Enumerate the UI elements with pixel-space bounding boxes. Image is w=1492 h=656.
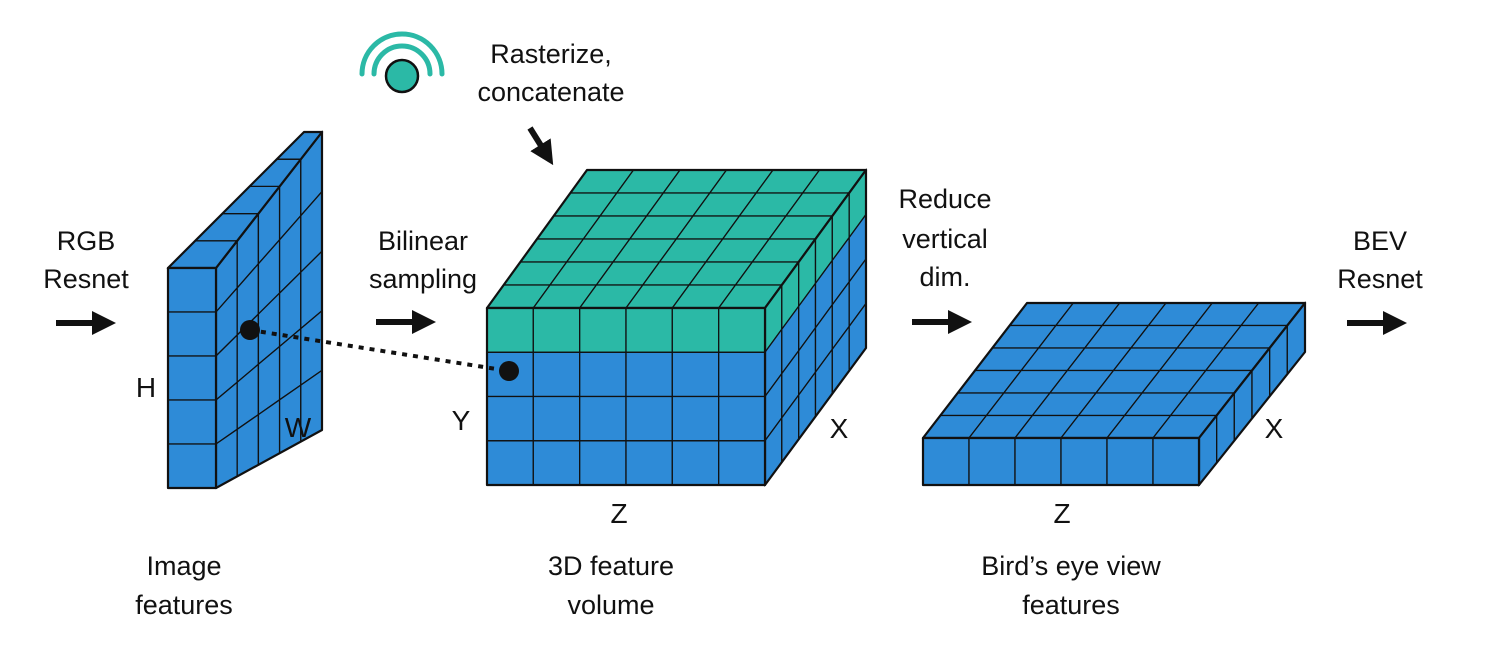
volume-front-cell: [625, 440, 673, 486]
bev-resnet-line-1: BEV: [1353, 226, 1407, 256]
image-slab-front-cell-outline: [166, 266, 218, 490]
bev-front-cell: [1060, 437, 1108, 486]
reduce-vertical-line-1: Reduce: [898, 184, 991, 214]
volume-front-cell: [579, 307, 627, 353]
axis-z-label-bev: Z: [1053, 498, 1070, 529]
image-slab-front-cell: [167, 355, 217, 401]
volume-front-cell: [671, 351, 720, 398]
rgb-resnet-line-2: Resnet: [43, 264, 129, 294]
rasterize-line-2: concatenate: [477, 77, 624, 107]
bilinear-sampling-label: Bilinear sampling: [369, 226, 477, 294]
reduce-vertical-label: Reduce vertical dim.: [898, 184, 991, 292]
reduce-vertical-line-2: vertical: [902, 224, 988, 254]
bev-features-line-1: Bird’s eye view: [981, 551, 1161, 581]
bev-features-caption: Bird’s eye view features: [981, 551, 1161, 620]
bev-features-line-2: features: [1022, 590, 1120, 620]
volume-front-cell: [718, 351, 766, 398]
image-features-caption: Image features: [135, 551, 233, 620]
bev-resnet-label: BEV Resnet: [1337, 226, 1423, 294]
image-slab-front-cell: [167, 443, 217, 489]
rgb-resnet-line-1: RGB: [57, 226, 116, 256]
volume-front-cell: [625, 351, 673, 398]
sampling-projection: [240, 320, 519, 381]
axis-x-label-bev: X: [1265, 413, 1284, 444]
volume-front-cell: [532, 307, 581, 353]
volume-front-cell: [671, 307, 720, 353]
volume-front-cell: [579, 395, 627, 442]
arrows: [56, 126, 1407, 335]
reduce-vertical-line-3: dim.: [919, 262, 970, 292]
axis-w-label: W: [285, 412, 312, 443]
bev-front-cell: [922, 437, 970, 486]
volume-front-cell: [718, 395, 766, 442]
volume-front-cell: [532, 395, 581, 442]
volume-front-cell: [486, 395, 534, 442]
bev-feature-map: [921, 301, 1307, 487]
bev-front-cell-outline: [921, 436, 1201, 487]
image-feature-map: [166, 130, 324, 490]
volume-front-cell: [486, 440, 534, 486]
rgb-resnet-label: RGB Resnet: [43, 226, 129, 294]
volume-front-cell: [671, 440, 720, 486]
image-features-line-2: features: [135, 590, 233, 620]
image-sample-point: [240, 320, 260, 340]
bev-front-cell: [1014, 437, 1062, 486]
volume-sample-point: [499, 361, 519, 381]
axis-z-label-volume: Z: [610, 498, 627, 529]
volume-front-cell: [625, 395, 673, 442]
volume-front-cell: [625, 307, 673, 353]
rasterize-line-1: Rasterize,: [490, 39, 612, 69]
rasterize-label: Rasterize, concatenate: [477, 39, 624, 107]
volume-front-cell: [486, 307, 534, 353]
axis-x-label-volume: X: [830, 413, 849, 444]
feature-volume-line-1: 3D feature: [548, 551, 674, 581]
feature-volume-caption: 3D feature volume: [548, 551, 674, 620]
volume-front-cell-outline: [485, 306, 767, 487]
volume-front-cell: [532, 440, 581, 486]
image-slab-front-cell: [167, 311, 217, 357]
sensor-signal-icon: [359, 31, 445, 94]
arrow-rasterize: [527, 126, 554, 166]
image-features-line-1: Image: [146, 551, 221, 581]
volume-front-cell: [718, 440, 766, 486]
bilinear-sampling-line-2: sampling: [369, 264, 477, 294]
3d-feature-volume: [485, 168, 868, 487]
volume-front-cell: [579, 351, 627, 398]
bev-resnet-line-2: Resnet: [1337, 264, 1423, 294]
bev-front-cell: [1152, 437, 1200, 486]
volume-front-cell: [718, 307, 766, 353]
axis-h-label: H: [136, 372, 156, 403]
image-slab-front-cell: [167, 267, 217, 313]
bev-front-cell: [968, 437, 1016, 486]
volume-front-cell: [579, 440, 627, 486]
image-slab-front-cell: [167, 399, 217, 445]
volume-front-cell: [532, 351, 581, 398]
axis-y-label: Y: [452, 405, 471, 436]
feature-volume-line-2: volume: [567, 590, 654, 620]
bilinear-sampling-line-1: Bilinear: [378, 226, 468, 256]
volume-front-cell: [671, 395, 720, 442]
bev-front-cell: [1106, 437, 1154, 486]
